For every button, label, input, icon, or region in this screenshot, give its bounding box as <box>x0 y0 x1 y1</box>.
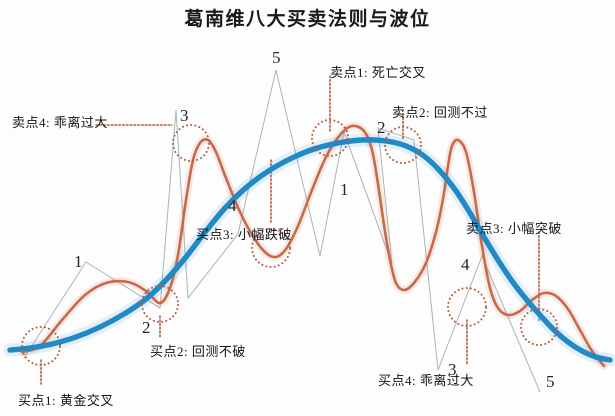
wave-number-4-mid: 4 <box>228 196 237 215</box>
annotation-sell3: 卖点3: 小幅突破 <box>466 221 562 236</box>
wave-number-2-left: 2 <box>142 318 151 337</box>
marker-circle-sell3[interactable] <box>520 308 558 346</box>
annotation-sell2: 卖点2: 回测不过 <box>392 105 488 120</box>
wave-number-1-left: 1 <box>74 252 83 271</box>
wave-number-3-right: 3 <box>448 360 457 379</box>
annotation-buy1: 买点1: 黄金交叉 <box>18 393 114 408</box>
annotation-buy4: 买点4: 乖离过大 <box>378 373 474 388</box>
wave-polyline <box>23 69 541 393</box>
ma-line-path <box>7 137 613 363</box>
price-line-halo <box>18 121 608 370</box>
wave-number-2-right: 2 <box>377 118 386 137</box>
leader-line-group <box>40 75 540 385</box>
wave-number-3-left: 3 <box>180 106 189 125</box>
moving-average-line <box>7 137 613 363</box>
annotation-sell4: 卖点4: 乖离过大 <box>12 115 108 130</box>
price-line-glow <box>18 121 608 370</box>
marker-circle-sell4[interactable] <box>172 124 210 162</box>
marker-circle-buy1[interactable] <box>21 326 61 366</box>
marker-circle-buy4[interactable] <box>447 287 487 327</box>
wave-number-1-mid: 1 <box>340 180 349 199</box>
annotation-buy3: 买点3: 小幅跌破 <box>196 227 292 242</box>
marker-circle-sell2[interactable] <box>384 126 422 164</box>
annotation-buy2: 买点2: 回测不破 <box>150 344 246 359</box>
marker-circle-group <box>21 119 558 366</box>
wave-number-4-right: 4 <box>461 255 470 274</box>
wave-polyline-group <box>23 69 541 393</box>
wave-number-5-top: 5 <box>272 48 281 67</box>
page-title: 葛南维八大买卖法则与波位 <box>184 9 431 30</box>
marker-circle-buy2[interactable] <box>141 285 179 323</box>
marker-circle-sell1[interactable] <box>311 119 349 157</box>
annotation-sell1: 卖点1: 死亡交叉 <box>330 65 426 80</box>
marker-circle-buy3[interactable] <box>251 228 291 268</box>
wave-number-5-right: 5 <box>546 372 555 391</box>
price-line-path <box>20 124 606 368</box>
price-line <box>20 124 606 368</box>
